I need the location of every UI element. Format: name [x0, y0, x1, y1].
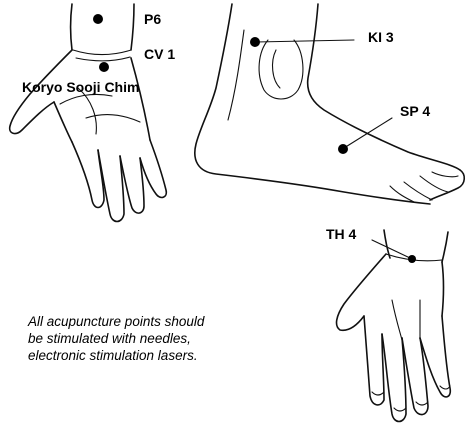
sp4-leader-line	[344, 118, 392, 148]
th4-label: TH 4	[326, 227, 356, 241]
th4-point	[408, 255, 416, 263]
caption-line-3: electronic stimulation lasers.	[28, 347, 290, 364]
ki3-leader-line	[256, 40, 354, 42]
sp4-point	[338, 144, 348, 154]
p6-point	[93, 14, 103, 24]
dorsal-hand-drawing	[337, 230, 451, 422]
caption-line-1: All acupuncture points should	[28, 313, 290, 330]
sp4-label: SP 4	[400, 104, 430, 118]
palm-hand-drawing	[10, 4, 167, 222]
ki3-label: KI 3	[368, 30, 394, 44]
p6-label: P6	[144, 12, 161, 26]
cv1-label: CV 1	[144, 47, 175, 61]
caption-text: All acupuncture points should be stimula…	[28, 313, 290, 364]
caption-line-2: be stimulated with needles,	[28, 330, 290, 347]
cv1-point	[99, 62, 109, 72]
koryo-sooji-chim-label: Koryo Sooji Chim	[22, 80, 139, 94]
ki3-point	[250, 37, 260, 47]
